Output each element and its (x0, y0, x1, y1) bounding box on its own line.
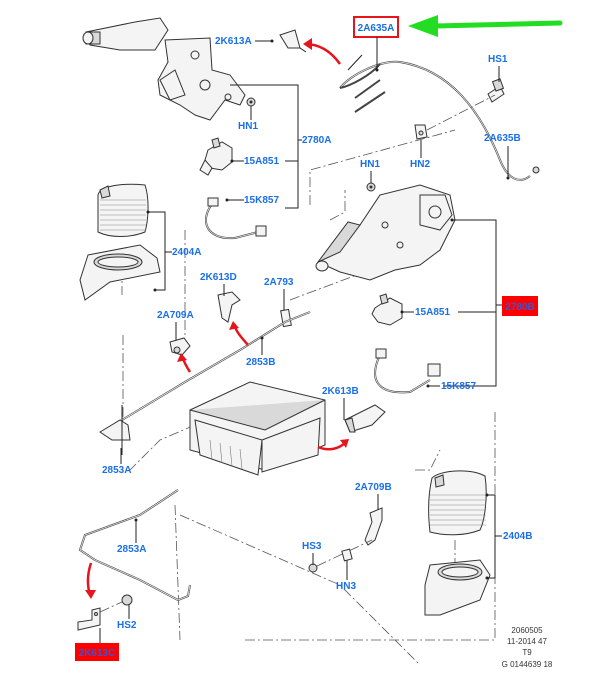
red-arrows (85, 38, 349, 599)
switch-15a851-top[interactable] (199, 137, 233, 176)
clip-2a709a[interactable] (169, 337, 191, 356)
label-hs1: HS1 (488, 54, 508, 65)
label-15a851-mid: 15A851 (415, 307, 450, 318)
label-2780a: 2780A (302, 135, 331, 146)
label-15k857-mid: 15K857 (441, 381, 476, 392)
surround-2404a[interactable] (79, 244, 161, 301)
label-2a635a: 2A635A (358, 23, 395, 34)
ref-line-2: 11-2014 47 (507, 637, 547, 646)
nut-hn1-mid[interactable] (366, 182, 376, 192)
cable-2853a-lower[interactable] (78, 489, 191, 602)
bracket-2k613b[interactable] (344, 404, 386, 433)
console-bracket[interactable] (189, 381, 326, 476)
handbrake-lever-center[interactable] (315, 184, 456, 281)
highlight-2780b (502, 296, 538, 316)
equalizer-2853a[interactable] (99, 405, 131, 455)
label-hs2: HS2 (117, 620, 137, 631)
label-2k613a: 2K613A (215, 36, 252, 47)
label-hn2: HN2 (410, 159, 430, 170)
label-2780b: 2780B (505, 302, 534, 313)
label-15k857-top: 15K857 (244, 195, 279, 206)
label-2404b: 2404B (503, 531, 532, 542)
label-2a793: 2A793 (264, 277, 294, 288)
harness-15k857-mid[interactable] (374, 348, 441, 394)
bracket-2k613a[interactable] (279, 29, 307, 53)
bolt-hs2[interactable] (99, 594, 133, 613)
label-2853a-low: 2853A (117, 544, 146, 555)
cable-2853b[interactable] (121, 311, 311, 421)
clip-hn2[interactable] (414, 94, 496, 140)
label-2a635b: 2A635B (484, 133, 521, 144)
switch-15a851-mid[interactable] (371, 293, 403, 326)
boot-2404a[interactable] (97, 183, 149, 237)
assembly-dashed-lines (121, 129, 496, 666)
labels: 2K613A HN1 2780A 15A851 15K857 HS1 HN2 2… (75, 36, 538, 661)
callout-2a635a[interactable]: 2A635A (353, 16, 399, 72)
boot-2404b[interactable] (428, 470, 487, 536)
bolt-hs3[interactable] (308, 539, 373, 573)
label-2853a-left: 2853A (102, 465, 131, 476)
green-arrow (408, 15, 563, 37)
label-hn1-mid: HN1 (360, 159, 380, 170)
surround-2404b[interactable] (424, 559, 491, 616)
label-2a709b: 2A709B (355, 482, 392, 493)
clip-2k613d[interactable] (217, 291, 241, 323)
label-2a709a: 2A709A (157, 310, 194, 321)
label-hn1-top: HN1 (238, 121, 258, 132)
label-2k613b: 2K613B (322, 386, 359, 397)
handbrake-lever-top[interactable] (82, 17, 246, 121)
drawing-reference: 2060505 11-2014 47 T9 G 0144639 18 (502, 626, 553, 669)
bracket-2a709b[interactable] (364, 507, 383, 546)
ref-line-1: 2060505 (511, 626, 543, 635)
label-2404a: 2404A (172, 247, 201, 258)
bolt-hs1[interactable] (487, 78, 505, 103)
label-hn3: HN3 (336, 581, 356, 592)
bracket-2k613c[interactable] (77, 607, 101, 631)
ref-line-3: T9 (522, 648, 532, 657)
nut-hn1-top[interactable] (246, 97, 256, 107)
nut-hn3[interactable] (341, 548, 353, 562)
harness-15k857-top[interactable] (204, 197, 267, 240)
cable-2a635a[interactable] (339, 54, 540, 181)
label-2k613c: 2K613C (79, 648, 116, 659)
label-2k613d: 2K613D (200, 272, 237, 283)
highlight-2k613c (75, 643, 119, 661)
label-hs3: HS3 (302, 541, 322, 552)
ref-line-4: G 0144639 18 (502, 660, 553, 669)
label-2853b: 2853B (246, 357, 275, 368)
label-15a851-top: 15A851 (244, 156, 279, 167)
